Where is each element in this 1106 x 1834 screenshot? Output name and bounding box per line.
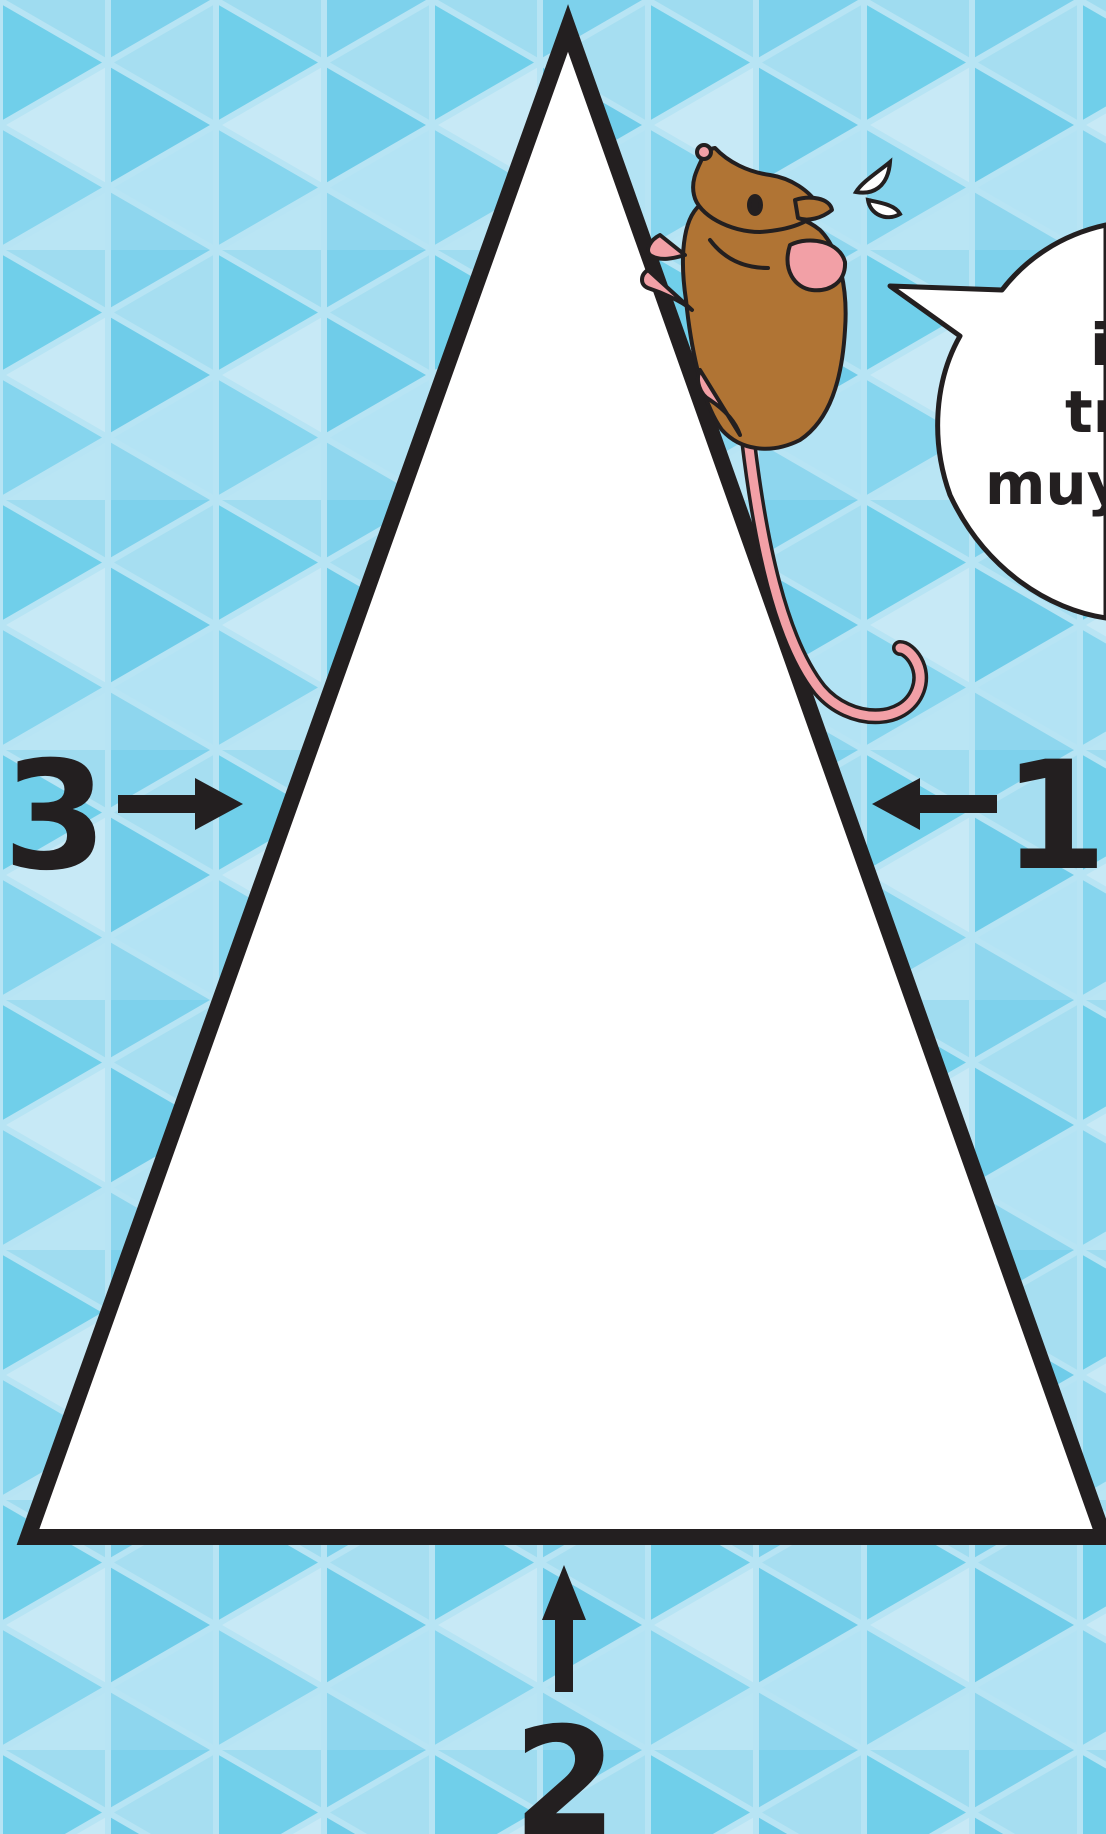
mouse-eye: [749, 196, 761, 214]
side-label-right: 1: [1003, 730, 1106, 904]
speech-bubble-line-2: trió: [1065, 378, 1106, 446]
mouse-ear: [788, 240, 845, 290]
side-label-left: 3: [3, 730, 107, 904]
speech-bubble-line-3: muy: [985, 450, 1106, 518]
speech-bubble-line-1: i: [1090, 311, 1106, 379]
side-label-bottom: 2: [513, 1696, 617, 1834]
mouse-nose: [697, 145, 711, 159]
